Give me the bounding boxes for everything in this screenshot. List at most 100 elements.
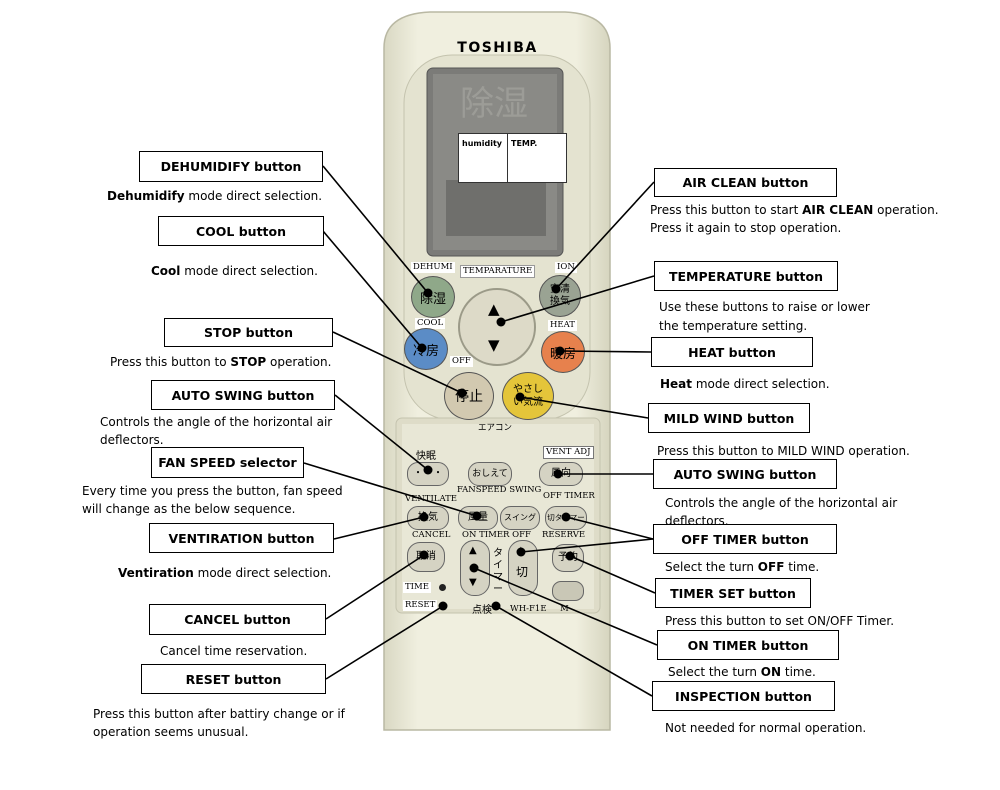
- stop-callout: STOP button: [164, 318, 333, 347]
- auto-swing-left-desc-2: deflectors.: [100, 433, 164, 447]
- temperature-callout: TEMPERATURE button: [654, 261, 838, 291]
- reset-desc-1: Press this button after battiry change o…: [93, 707, 345, 721]
- cool-desc-bold: Cool: [151, 264, 181, 278]
- heat-desc-rest: mode direct selection.: [692, 377, 830, 391]
- kazemuki-text: 風向: [551, 468, 571, 479]
- torikeshi-text: 取消: [416, 551, 436, 562]
- label-m: M: [560, 604, 569, 614]
- off-timer-desc: Select the turn OFF time.: [665, 558, 819, 576]
- fan-speed-remote-button[interactable]: 風量: [458, 506, 498, 530]
- ventilate-remote-button[interactable]: 換気: [407, 506, 449, 530]
- label-heat: HEAT: [548, 320, 577, 331]
- auto-swing-right-desc-1: Controls the angle of the horizontal air: [665, 496, 898, 510]
- cool-desc: Cool mode direct selection.: [151, 262, 318, 280]
- swing-remote-button[interactable]: スイング: [500, 506, 540, 530]
- heat-desc-bold: Heat: [660, 377, 693, 391]
- off-timer-desc-pre: Select the turn: [665, 560, 758, 574]
- label-cancel: CANCEL: [412, 530, 451, 540]
- reset-hole[interactable]: [439, 602, 446, 609]
- stop-desc: Press this button to STOP operation.: [110, 353, 331, 371]
- inspection-remote-label: 点検: [472, 605, 492, 616]
- off-timer-remote-button[interactable]: 切タイマー: [545, 506, 587, 530]
- auto-swing-remote-button[interactable]: 風向: [539, 462, 583, 486]
- air-clean-desc-pre: Press this button to start: [650, 203, 803, 217]
- stop-desc-pre: Press this button to: [110, 355, 231, 369]
- timer-vertical-text: タイマー: [493, 548, 503, 595]
- temp-up-arrow-icon[interactable]: ▲: [488, 300, 500, 318]
- air-clean-callout: AIR CLEAN button: [654, 168, 837, 197]
- auto-swing-left-desc-1: Controls the angle of the horizontal air: [100, 415, 333, 429]
- timer-set-callout: TIMER SET button: [655, 578, 811, 608]
- label-off: OFF: [450, 356, 473, 367]
- fan-speed-callout: FAN SPEED selector: [151, 447, 304, 478]
- temp-down-arrow-icon[interactable]: ▼: [488, 336, 500, 354]
- fan-speed-desc-1: Every time you press the button, fan spe…: [82, 484, 343, 498]
- timer-set-remote-button[interactable]: 予約: [552, 544, 584, 572]
- dehumidify-desc: Dehumidify mode direct selection.: [107, 187, 322, 205]
- ventiration-desc-rest: mode direct selection.: [193, 566, 332, 580]
- cancel-callout: CANCEL button: [149, 604, 326, 635]
- heat-button-text: 暖房: [549, 346, 576, 362]
- fan-speed-desc-2: will change as the below sequence.: [82, 502, 296, 516]
- cool-button-text: 冷房: [412, 343, 439, 359]
- air-clean-desc-2: Press it again to stop operation.: [650, 221, 842, 235]
- on-timer-desc: Select the turn ON time.: [668, 663, 816, 681]
- label-reserve: RESERVE: [542, 530, 586, 540]
- cool-remote-button[interactable]: 冷房: [404, 328, 448, 370]
- kaimin-label: 快眠: [416, 451, 436, 462]
- mild-button-text: やさしい気流: [513, 384, 543, 408]
- on-timer-desc-pre: Select the turn: [668, 665, 761, 679]
- label-temperature: TEMPARATURE: [460, 265, 536, 278]
- heat-desc: Heat mode direct selection.: [660, 375, 830, 393]
- label-aircon: エアコン: [478, 423, 513, 433]
- remote-extra-button[interactable]: [552, 581, 584, 601]
- on-timer-up-icon[interactable]: ▲: [469, 545, 477, 556]
- mild-wind-remote-button[interactable]: やさしい気流: [502, 372, 554, 420]
- cancel-remote-button[interactable]: 取消: [407, 542, 445, 572]
- brand-logo: TOSHIBA: [457, 40, 538, 56]
- temperature-remote-button[interactable]: ▲ ▼: [458, 288, 536, 366]
- off-timer-desc-bold: OFF: [757, 560, 785, 574]
- dehumidify-callout: DEHUMIDIFY button: [139, 151, 323, 182]
- label-on-timer-off: ON TIMER OFF: [462, 530, 531, 540]
- off-timer-callout: OFF TIMER button: [653, 524, 837, 554]
- label-reset: RESET: [403, 600, 438, 611]
- cool-desc-rest: mode direct selection.: [180, 264, 318, 278]
- temperature-desc-1: Use these buttons to raise or lower: [659, 300, 870, 314]
- display-humidity-label: humidity: [462, 139, 502, 148]
- mild-wind-desc: Press this button to MILD WIND operation…: [657, 444, 910, 458]
- air-clean-desc-1: Press this button to start AIR CLEAN ope…: [650, 201, 939, 219]
- oshiete-text: おしえて: [472, 469, 508, 479]
- temperature-desc-2: the temperature setting.: [659, 319, 808, 333]
- heat-remote-button[interactable]: 暖房: [541, 331, 585, 373]
- label-cool: COOL: [415, 318, 446, 329]
- ventiration-desc: Ventiration mode direct selection.: [118, 564, 331, 582]
- reset-callout: RESET button: [141, 664, 326, 694]
- lcd-ghost-text: 除湿: [460, 84, 528, 124]
- air-clean-desc-rest: operation.: [873, 203, 939, 217]
- on-timer-remote-button[interactable]: ▲ ▼: [460, 540, 490, 596]
- kaimin-dots: ・・・: [413, 468, 443, 479]
- dehumidify-remote-button[interactable]: 除湿: [411, 276, 455, 318]
- stop-remote-button[interactable]: 停止: [444, 372, 494, 420]
- label-time: TIME: [403, 582, 431, 593]
- air-clean-desc-bold: AIR CLEAN: [802, 203, 874, 217]
- display-humidity-box: humidity: [458, 133, 508, 183]
- time-reset-hole[interactable]: [439, 584, 446, 591]
- off-time-up-icon[interactable]: ▲: [517, 545, 525, 556]
- dehumidify-desc-rest: mode direct selection.: [184, 189, 323, 203]
- on-timer-down-icon[interactable]: ▼: [469, 577, 477, 588]
- label-ion: ION: [555, 262, 577, 273]
- stop-desc-rest: operation.: [266, 355, 332, 369]
- kiri-text: 切: [516, 565, 529, 579]
- oshiete-remote-button[interactable]: おしえて: [468, 462, 512, 486]
- air-clean-remote-button[interactable]: 空清換気: [539, 275, 581, 317]
- on-timer-callout: ON TIMER button: [657, 630, 839, 660]
- off-time-remote-button[interactable]: ▲ 切: [508, 540, 538, 596]
- stop-button-text: 停止: [455, 389, 483, 405]
- kaimin-remote-button[interactable]: ・・・: [407, 462, 449, 486]
- ventiration-desc-bold: Ventiration: [118, 566, 194, 580]
- reset-desc-2: operation seems unusual.: [93, 725, 249, 739]
- auto-swing-right-callout: AUTO SWING button: [653, 459, 837, 489]
